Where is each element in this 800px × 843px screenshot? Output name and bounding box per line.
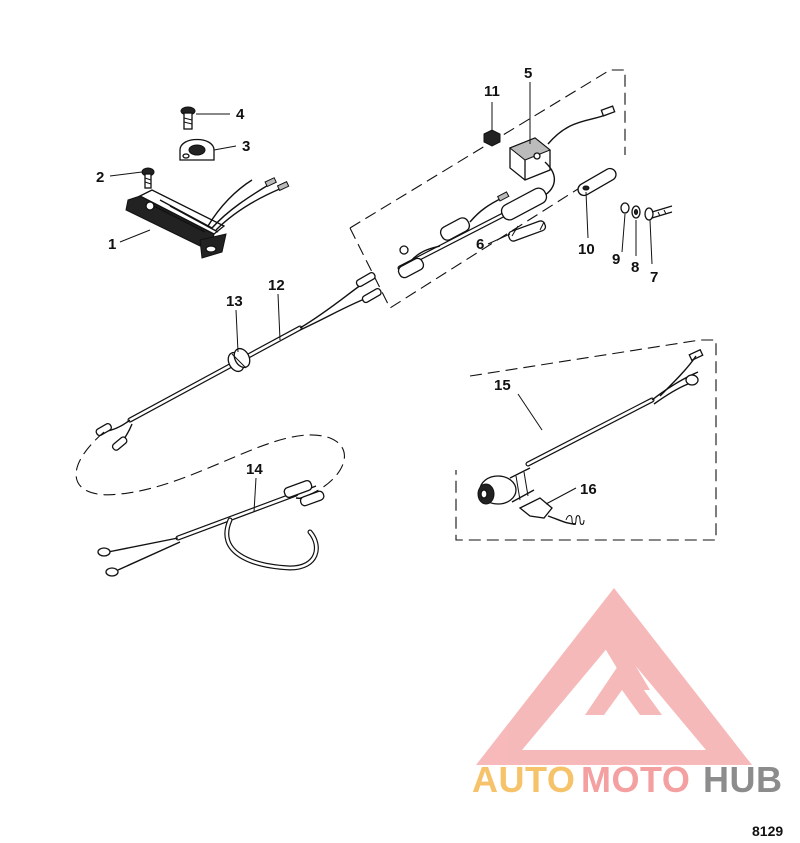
callout-5: 5 bbox=[524, 65, 532, 82]
callout-3: 3 bbox=[242, 138, 250, 155]
part-16-lanyard-clip bbox=[518, 497, 585, 525]
callout-2: 2 bbox=[96, 169, 104, 186]
callout-16: 16 bbox=[580, 481, 597, 498]
part-8-lockwasher bbox=[631, 205, 641, 219]
watermark-logo bbox=[476, 588, 752, 765]
callout-10: 10 bbox=[578, 241, 595, 258]
figure-number: 8129 bbox=[752, 823, 783, 839]
callout-9: 9 bbox=[612, 251, 620, 268]
callout-14: 14 bbox=[246, 461, 263, 478]
part-15-switch-harness bbox=[477, 348, 704, 505]
part-5-relay bbox=[509, 105, 616, 199]
part-6-fuse-holder bbox=[397, 187, 548, 279]
callout-13: 13 bbox=[226, 293, 243, 310]
dashed-group-outline-lower bbox=[455, 339, 717, 541]
callout-6: 6 bbox=[476, 236, 484, 253]
part-9-washer bbox=[620, 202, 630, 214]
watermark-text: AUTO MOTO HUB bbox=[472, 759, 783, 800]
part-11-nut bbox=[483, 129, 501, 147]
part-10-bracket bbox=[577, 167, 617, 197]
part-14-lead-harness bbox=[97, 479, 325, 577]
watermark-text-auto: AUTO bbox=[472, 759, 575, 800]
part-3-clamp bbox=[179, 138, 215, 161]
callout-15: 15 bbox=[494, 377, 511, 394]
leader-lines bbox=[109, 82, 653, 513]
dashed-loop-connector bbox=[75, 431, 345, 499]
callout-labels: 1 2 3 4 5 6 7 8 9 10 11 12 13 14 15 16 8… bbox=[96, 65, 783, 839]
callout-12: 12 bbox=[268, 277, 285, 294]
part-2-screw bbox=[141, 167, 155, 189]
part-1-rectifier bbox=[125, 177, 290, 259]
part-4-screw bbox=[180, 106, 196, 130]
callout-7: 7 bbox=[650, 269, 658, 286]
part-7-screw bbox=[644, 205, 673, 221]
callout-11: 11 bbox=[484, 83, 500, 100]
callout-1: 1 bbox=[108, 236, 116, 253]
watermark-text-hub: HUB bbox=[703, 759, 783, 800]
part-12-harness bbox=[95, 271, 382, 451]
dashed-group-outline-upper bbox=[349, 69, 626, 309]
callout-4: 4 bbox=[236, 106, 245, 123]
watermark-text-moto: MOTO bbox=[581, 759, 690, 800]
part-13-grommet bbox=[227, 347, 251, 373]
callout-8: 8 bbox=[631, 259, 639, 276]
